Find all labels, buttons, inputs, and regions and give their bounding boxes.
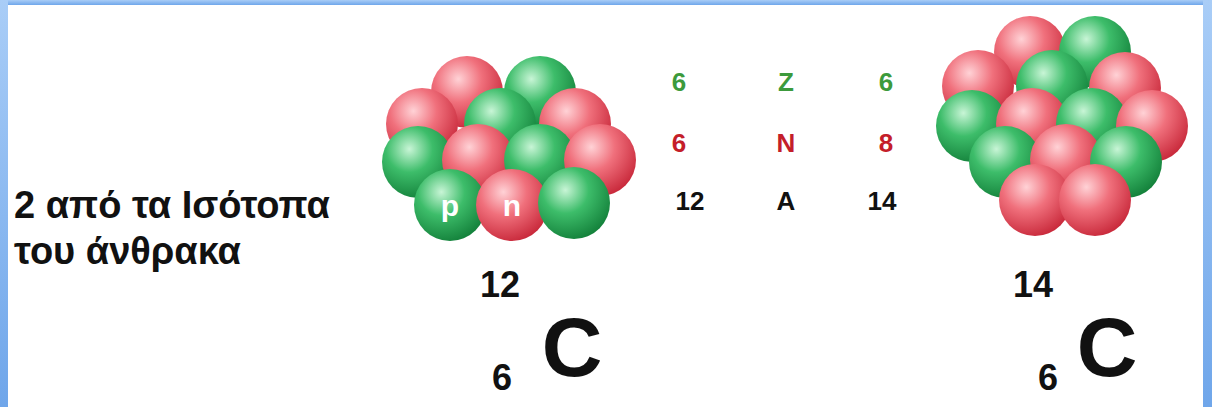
proton-label: p	[441, 191, 459, 221]
atomic-number: 6	[492, 360, 512, 396]
row-symbol: A	[777, 188, 796, 214]
row-symbol: N	[777, 130, 796, 156]
neutron-number: 8	[879, 130, 893, 156]
title-text: 2 από τα Ισότοπα του άνθρακα	[14, 182, 344, 275]
row-symbol: Z	[778, 69, 794, 95]
neutron-label: n	[503, 191, 521, 221]
atomic-number: 6	[672, 69, 686, 95]
mass-number: 14	[1013, 267, 1053, 303]
atomic-number: 6	[879, 69, 893, 95]
mass-number: 12	[676, 188, 705, 214]
element-symbol: C	[1077, 305, 1138, 389]
mass-number: 12	[480, 267, 520, 303]
atomic-number: 6	[1038, 360, 1058, 396]
mass-number: 14	[868, 188, 897, 214]
element-symbol: C	[542, 305, 603, 389]
carbon-14-nucleus	[936, 16, 1188, 236]
neutron-number: 6	[672, 130, 686, 156]
carbon-12-nucleus	[382, 56, 636, 241]
